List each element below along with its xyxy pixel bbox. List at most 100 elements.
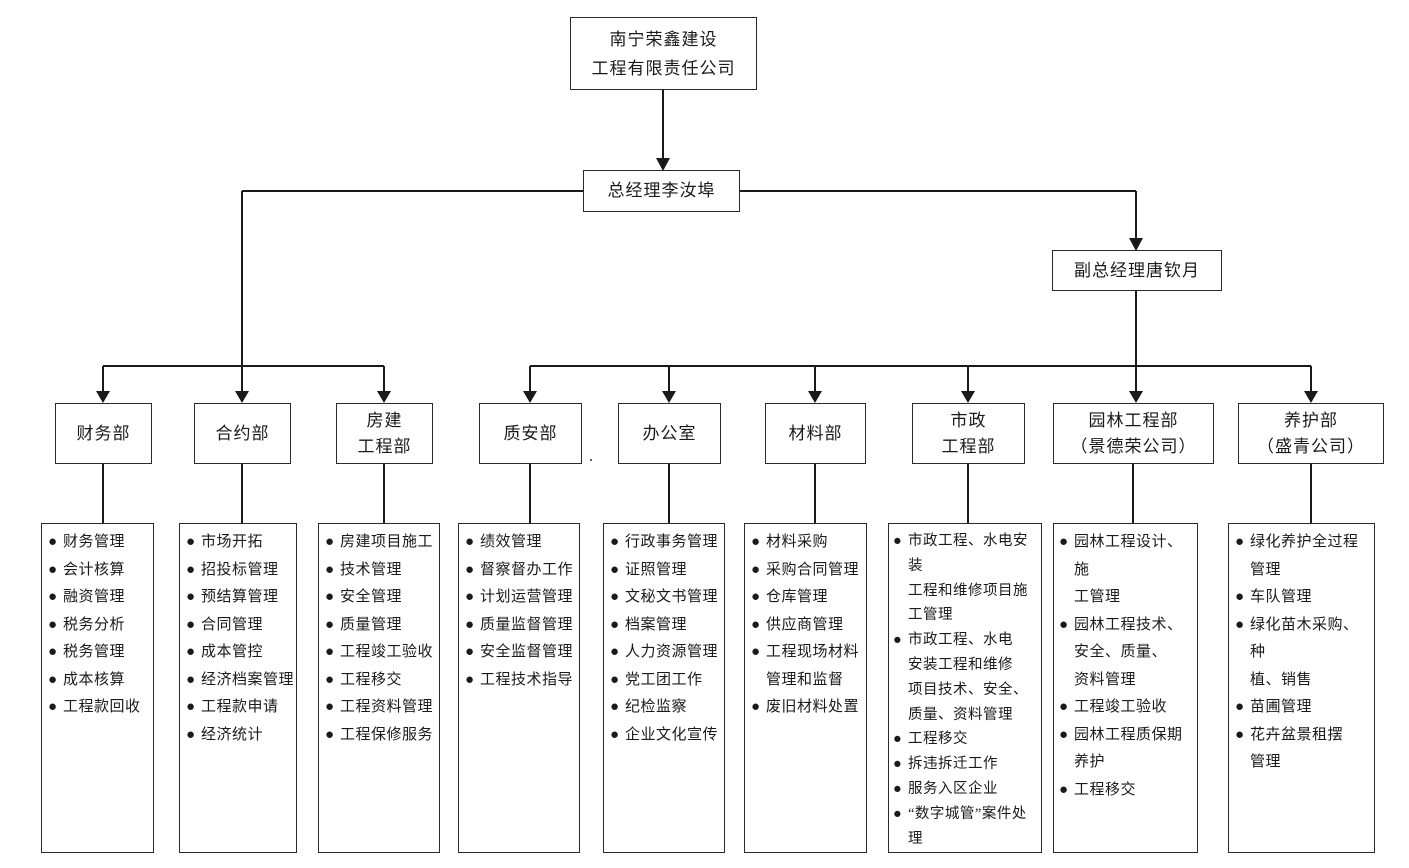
bullet-icon: ● bbox=[751, 699, 761, 715]
duty-text: 质量监督管理 bbox=[480, 616, 574, 633]
dept-box-maintenance: 养护部 （盛青公司） bbox=[1238, 403, 1384, 464]
bullet-icon: ● bbox=[186, 699, 196, 715]
bullet-icon: ● bbox=[186, 726, 196, 743]
duty-text: 企业文化宣传 bbox=[625, 726, 719, 743]
duty-text: 工程款回收 bbox=[63, 699, 141, 715]
dept-box-contracts: 合约部 bbox=[194, 403, 291, 464]
duty-item: ●工程款申请 bbox=[186, 694, 294, 722]
bullet-icon: ● bbox=[751, 534, 761, 550]
duty-item: ●经济统计 bbox=[186, 722, 294, 750]
bullet-icon: ● bbox=[186, 589, 196, 605]
bullet-icon: ● bbox=[610, 534, 620, 550]
duty-item: ●“数字城管”案件处 理 bbox=[893, 802, 1041, 852]
duty-item: ●工程技术指导 bbox=[465, 667, 577, 695]
duty-text: 安全监督管理 bbox=[480, 644, 574, 660]
duty-list-building-engineering: ●房建项目施工●技术管理●安全管理●质量管理●工程竣工验收●工程移交●工程资料管… bbox=[318, 523, 440, 853]
duty-text: 绿化养护全过程 管理 bbox=[1250, 534, 1359, 578]
bullet-icon: ● bbox=[610, 699, 620, 715]
bullet-icon: ● bbox=[1059, 534, 1069, 550]
duty-text: 苗圃管理 bbox=[1250, 699, 1313, 715]
bullet-icon: ● bbox=[1059, 781, 1069, 798]
duty-text: 工程移交 bbox=[340, 671, 403, 688]
duty-text: 财务管理 bbox=[63, 534, 126, 550]
duty-item: ●质量监督管理 bbox=[465, 612, 577, 640]
bullet-icon: ● bbox=[610, 644, 620, 660]
bullet-icon: ● bbox=[325, 699, 335, 715]
bullet-icon: ● bbox=[325, 726, 335, 743]
bullet-icon: ● bbox=[325, 561, 335, 578]
bullet-icon: ● bbox=[48, 561, 58, 578]
duty-text: 工程移交 bbox=[1074, 781, 1137, 798]
bullet-icon: ● bbox=[465, 561, 475, 578]
bullet-icon: ● bbox=[1235, 699, 1245, 715]
duty-item: ● 经济档案管理 bbox=[186, 667, 294, 695]
duty-item: ●园林工程质保期 养护 bbox=[1059, 722, 1195, 777]
deputy-general-manager-box: 副总经理唐钦月 bbox=[1052, 250, 1222, 291]
duty-item: ●市场开拓 bbox=[186, 529, 294, 557]
bullet-icon: ● bbox=[465, 534, 475, 550]
duty-item: ●质量管理 bbox=[325, 612, 437, 640]
duty-item: ●工程移交 bbox=[325, 667, 437, 695]
duty-item: ●合同管理 bbox=[186, 612, 294, 640]
duty-list-office: ●行政事务管理●证照管理●文秘文书管理●档案管理●人力资源管理●党工团工作●纪检… bbox=[603, 523, 725, 853]
bullet-icon: ● bbox=[610, 616, 620, 633]
duty-list-materials: ●材料采购●采购合同管理●仓库管理●供应商管理●工程现场材料 管理和监督●废旧材… bbox=[744, 523, 867, 853]
dept-box-materials: 材料部 bbox=[765, 403, 866, 464]
bullet-icon: ● bbox=[893, 533, 903, 549]
duty-item: ●成本核算 bbox=[48, 667, 151, 695]
bullet-icon: ● bbox=[186, 561, 196, 578]
bullet-icon: ● bbox=[893, 756, 903, 773]
bullet-icon: ● bbox=[186, 671, 196, 688]
bullet-icon: ● bbox=[893, 731, 903, 748]
duty-item: ●会计核算 bbox=[48, 557, 151, 585]
duty-text: 材料采购 bbox=[766, 534, 829, 550]
bullet-icon: ● bbox=[893, 632, 903, 649]
duty-text: 计划运营管理 bbox=[480, 589, 574, 605]
bullet-icon: ● bbox=[893, 780, 903, 797]
duty-text: 园林工程技术、 安全、质量、 资料管理 bbox=[1074, 616, 1183, 688]
duty-text: 成本管控 bbox=[201, 644, 264, 660]
bullet-icon: ● bbox=[48, 589, 58, 605]
duty-item: ●市政工程、水电安装 工程和维修项目施 工管理 bbox=[893, 529, 1041, 628]
duty-text: 税务管理 bbox=[63, 644, 126, 660]
duty-text: 行政事务管理 bbox=[625, 534, 719, 550]
duty-text: 质量管理 bbox=[340, 616, 403, 633]
duty-text: 工程移交 bbox=[908, 731, 968, 748]
bullet-icon: ● bbox=[610, 561, 620, 578]
duty-item: ●工程竣工验收 bbox=[1059, 694, 1195, 722]
duty-text: 证照管理 bbox=[625, 561, 688, 578]
bullet-icon: ● bbox=[186, 534, 196, 550]
duty-text: 经济档案管理 bbox=[201, 671, 295, 688]
duty-item: ● 证照管理 bbox=[610, 557, 722, 585]
duty-text: 采购合同管理 bbox=[766, 561, 860, 578]
dept-box-municipal-engineering: 市政 工程部 bbox=[912, 403, 1025, 464]
duty-item: ●招投标管理 bbox=[186, 557, 294, 585]
duty-text: 档案管理 bbox=[625, 616, 688, 633]
dept-box-finance: 财务部 bbox=[55, 403, 152, 464]
duty-item: ●税务管理 bbox=[48, 639, 151, 667]
duty-item: ●废旧材料处置 bbox=[751, 694, 864, 722]
bullet-icon: ● bbox=[893, 805, 903, 822]
duty-text: 市政工程、水电 安装工程和维修 项目技术、安全、 质量、资料管理 bbox=[908, 632, 1028, 723]
duty-text: 党工团工作 bbox=[625, 671, 703, 688]
bullet-icon: ● bbox=[1059, 726, 1069, 743]
duty-text: 预结算管理 bbox=[201, 589, 279, 605]
duty-item: ●房建项目施工 bbox=[325, 529, 437, 557]
bullet-icon: ● bbox=[48, 699, 58, 715]
duty-text: 工程现场材料 管理和监督 bbox=[766, 644, 860, 688]
duty-item: ● 采购合同管理 bbox=[751, 557, 864, 585]
duty-item: ●园林工程设计、施 工管理 bbox=[1059, 529, 1195, 612]
duty-text: 工程竣工验收 bbox=[340, 644, 434, 660]
duty-item: ●安全监督管理 bbox=[465, 639, 577, 667]
bullet-icon: ● bbox=[751, 561, 761, 578]
duty-text: 车队管理 bbox=[1250, 589, 1313, 605]
bullet-icon: ● bbox=[48, 616, 58, 633]
duty-list-maintenance: ●绿化养护全过程 管理●车队管理●绿化苗木采购、种 植、销售●苗圃管理●花卉盆景… bbox=[1228, 523, 1375, 853]
duty-item: ● 市政工程、水电 安装工程和维修 项目技术、安全、 质量、资料管理 bbox=[893, 628, 1041, 727]
duty-text: 督察督办工作 bbox=[480, 561, 574, 578]
duty-item: ●计划运营管理 bbox=[465, 584, 577, 612]
duty-text: 供应商管理 bbox=[766, 616, 844, 633]
duty-item: ●工程保修服务 bbox=[325, 722, 437, 750]
duty-item: ●企业文化宣传 bbox=[610, 722, 722, 750]
